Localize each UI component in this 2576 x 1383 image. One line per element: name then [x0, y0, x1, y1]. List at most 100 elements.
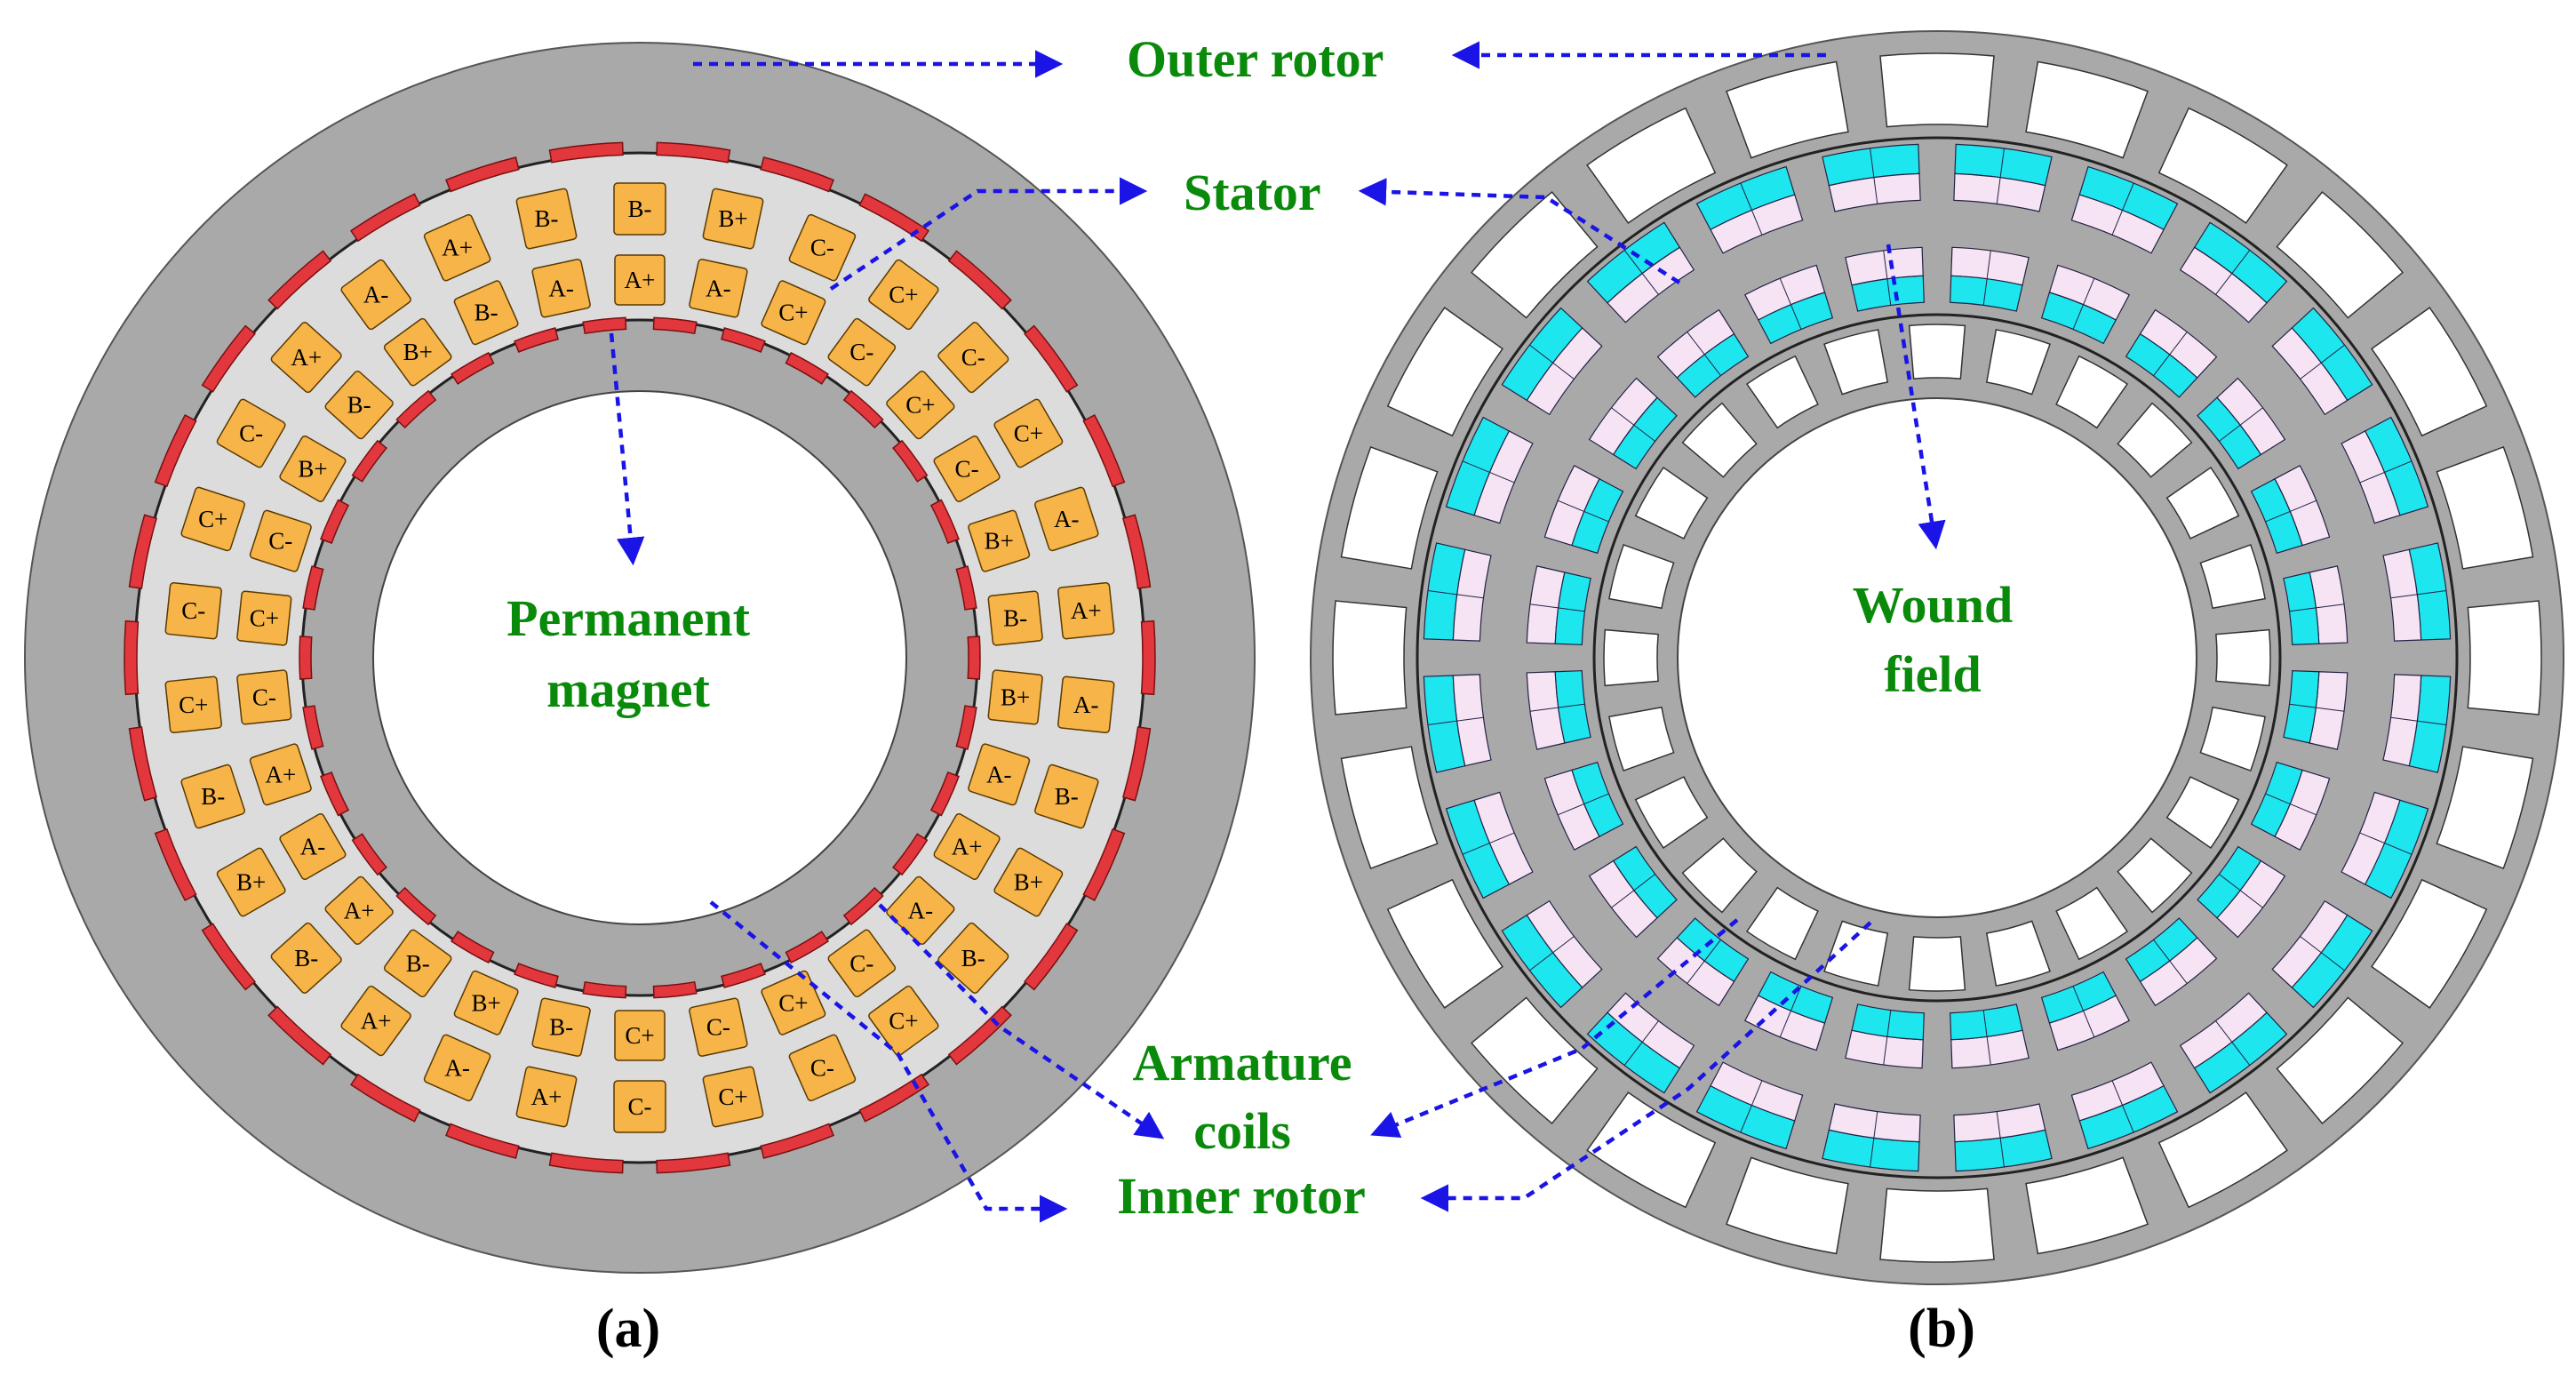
- rotor-slot: [2436, 746, 2534, 869]
- magnet: [154, 827, 197, 902]
- stator-coil: [1586, 221, 1695, 324]
- coil-label: C-: [239, 420, 263, 447]
- rotor-slot: [1985, 920, 2051, 987]
- armature-coil: C-: [613, 1080, 666, 1133]
- stator-coil: [2382, 542, 2452, 642]
- armature-coil: A+: [515, 1066, 578, 1128]
- rotor-slot: [2199, 544, 2266, 610]
- magnet: [929, 771, 960, 817]
- magnet: [721, 963, 766, 988]
- armature-coil: B-: [515, 188, 578, 250]
- stator-coil: [1695, 1061, 1804, 1150]
- armature-coil: A+: [1057, 581, 1115, 640]
- rotor-slot: [2025, 60, 2149, 159]
- rotor-slot: [1745, 355, 1819, 429]
- coil-label: A+: [952, 834, 983, 860]
- outer-rotor-slots: [1332, 52, 2542, 1263]
- magnet: [652, 980, 698, 999]
- stator-coil: [1822, 143, 1921, 212]
- coil-label: B-: [549, 1014, 573, 1041]
- coil-label: C+: [889, 1008, 918, 1035]
- magnet: [652, 316, 698, 335]
- stator-coil: [1953, 143, 2053, 212]
- coil-label: A-: [908, 897, 934, 923]
- stator-coil: [2283, 565, 2349, 645]
- rotor-slot: [1726, 1156, 1849, 1255]
- stator-coil: [1588, 845, 1678, 939]
- magnet: [349, 193, 421, 243]
- magnet: [302, 565, 324, 611]
- armature-coil: C-: [236, 669, 292, 725]
- coil-label: B-: [535, 205, 559, 232]
- stator-coil: [1445, 416, 1534, 524]
- armature-coil: C+: [180, 486, 245, 552]
- rotor-slot: [1681, 837, 1758, 914]
- magnet: [1024, 324, 1079, 393]
- magnet: [320, 771, 350, 817]
- magnet: [967, 636, 981, 680]
- label-stator: Stator: [1184, 164, 1321, 221]
- stator-coil: [1445, 791, 1534, 899]
- armature-coil: C-: [216, 398, 286, 468]
- coil-label: A+: [361, 1008, 392, 1035]
- stator-coil: [2040, 971, 2130, 1051]
- stator-coil: [1543, 761, 1624, 851]
- rotor-slot: [2165, 776, 2240, 850]
- armature-coil: B-: [531, 997, 591, 1057]
- armature-coil: B+: [383, 317, 452, 387]
- magnet: [351, 833, 387, 876]
- magnet: [320, 499, 350, 544]
- magnet: [892, 833, 929, 876]
- coil-label: C+: [250, 605, 279, 632]
- magnet: [1121, 514, 1152, 589]
- inner-stator-coils: [1526, 246, 2349, 1069]
- rotor-slot: [1634, 776, 1709, 850]
- armature-coil: C+: [164, 676, 222, 734]
- magnet: [395, 389, 437, 429]
- stator-coil: [1950, 1003, 2030, 1069]
- stator-coil: [2250, 465, 2331, 555]
- armature-coil: B+: [987, 669, 1043, 725]
- coil-label: B-: [406, 950, 430, 977]
- magnet: [929, 499, 960, 544]
- rotor-slot: [1681, 402, 1758, 478]
- coil-label: B+: [1001, 684, 1030, 710]
- rotor-slot: [2157, 107, 2288, 224]
- rotor-slot: [2157, 1091, 2288, 1209]
- armature-coil: B+: [216, 847, 286, 917]
- stator-coil: [1744, 264, 1834, 345]
- caption-b: (b): [1908, 1299, 1975, 1359]
- stator-coil: [1656, 308, 1750, 398]
- magnet: [124, 620, 140, 696]
- magnet: [548, 1152, 624, 1174]
- rotor-slot: [1879, 1187, 1995, 1263]
- stator-coil: [1744, 971, 1834, 1051]
- stator-coil: [2382, 674, 2452, 773]
- rotor-slot: [2055, 886, 2129, 961]
- inner-rotor-magnets: [299, 316, 981, 999]
- armature-coil: A+: [324, 875, 394, 946]
- stator-coil: [1526, 670, 1591, 750]
- rotor-slot: [1823, 329, 1889, 396]
- rotor-slot: [1879, 52, 1995, 128]
- coil-label: A-: [986, 761, 1012, 787]
- stator-coil: [1586, 992, 1695, 1094]
- rotor-slot: [2055, 355, 2129, 429]
- coil-label: A-: [444, 1054, 470, 1081]
- arrow-stator-a: [829, 177, 1148, 291]
- coil-label: C+: [179, 692, 208, 718]
- magnet: [201, 923, 256, 991]
- stator-coil: [2271, 307, 2373, 416]
- label-armature-coils-line2: coils: [1193, 1102, 1291, 1160]
- coil-label: B-: [1003, 605, 1027, 632]
- magnet: [858, 193, 930, 243]
- coil-label: A-: [300, 834, 326, 860]
- stator-coil: [1423, 674, 1492, 773]
- label-wound-field-line1: Wound: [1853, 576, 2014, 634]
- armature-coil: C-: [933, 435, 1001, 503]
- annotation-arrows: [609, 41, 1946, 1223]
- armature-coil: A+: [423, 213, 491, 282]
- armature-coil: B-: [937, 922, 1009, 994]
- coil-label: C+: [1014, 420, 1043, 447]
- arrow-inner-rotor-a: [709, 900, 1068, 1223]
